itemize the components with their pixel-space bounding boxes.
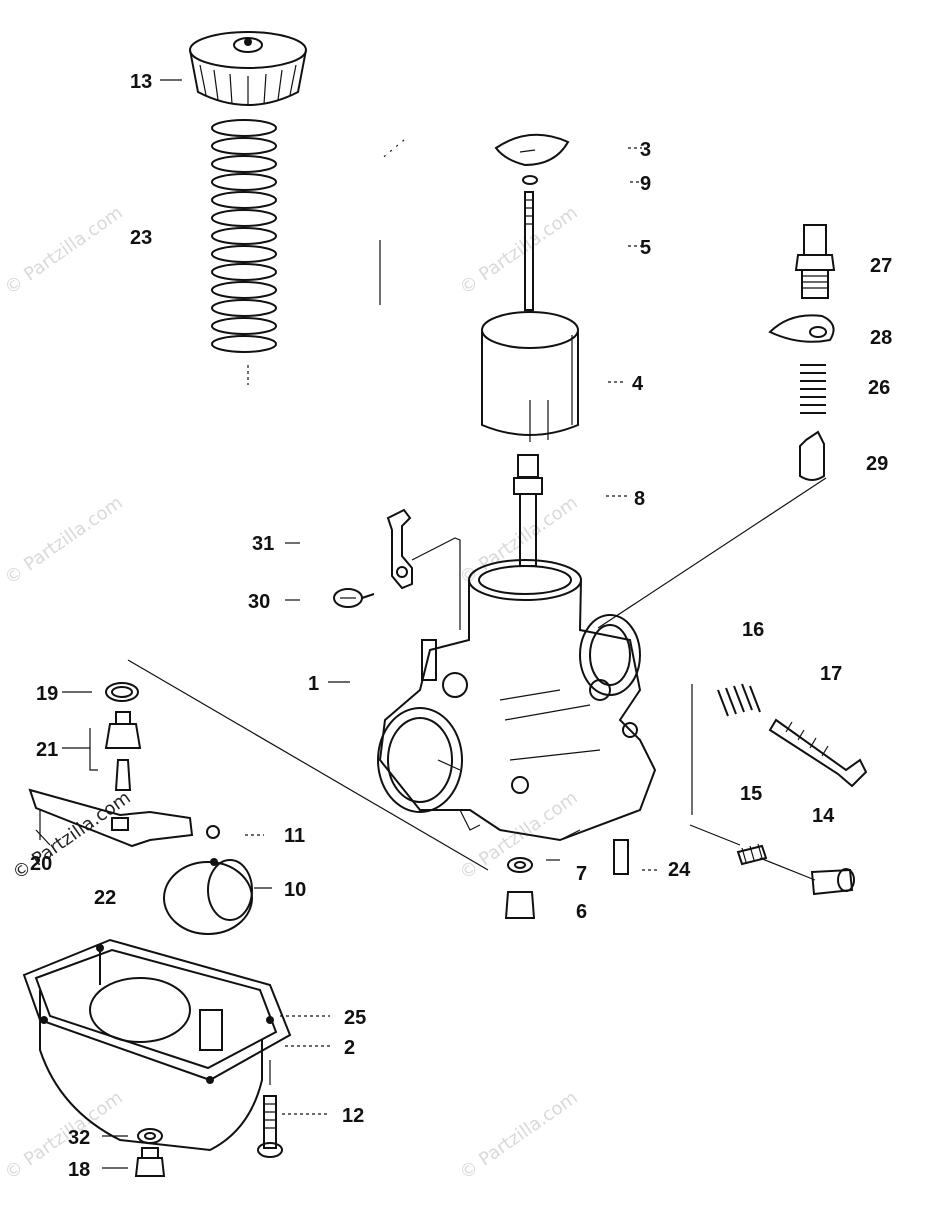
watermark: © Partzilla.com xyxy=(1,202,127,299)
callout-18: 18 xyxy=(68,1159,90,1181)
watermark: © Partzilla.com xyxy=(456,787,582,884)
callout-15: 15 xyxy=(740,783,762,805)
watermark: © Partzilla.com xyxy=(1,492,127,589)
callout-17: 17 xyxy=(820,663,842,685)
callout-1: 1 xyxy=(308,673,319,695)
callout-13: 13 xyxy=(130,71,152,93)
callout-6: 6 xyxy=(576,901,587,923)
part-throttle-valve xyxy=(481,311,579,442)
callout-12: 12 xyxy=(342,1105,364,1127)
callout-23: 23 xyxy=(130,227,152,249)
part-main-jet xyxy=(504,839,629,919)
part-carburetor-body xyxy=(377,559,657,842)
part-bowl-screw xyxy=(134,1095,283,1177)
callout-21: 21 xyxy=(36,739,58,761)
callout-3: 3 xyxy=(640,139,651,161)
callout-14: 14 xyxy=(812,805,835,827)
callout-20: 20 xyxy=(30,853,52,875)
watermark: © Partzilla.com xyxy=(456,202,582,299)
callout-2: 2 xyxy=(344,1037,355,1059)
callout-28: 28 xyxy=(870,327,892,349)
callout-32: 32 xyxy=(68,1127,90,1149)
callout-5: 5 xyxy=(640,237,651,259)
part-float-bowl xyxy=(22,938,292,1152)
callout-30: 30 xyxy=(248,591,270,613)
watermark: © Partzilla.com xyxy=(456,1087,582,1184)
callout-26: 26 xyxy=(868,377,890,399)
watermark: © Partzilla.com xyxy=(456,492,582,589)
callout-labels: 13 23 3 9 5 4 8 27 28 26 29 31 30 1 16 1… xyxy=(30,71,892,1181)
part-starter-plunger xyxy=(597,224,836,629)
part-spring xyxy=(211,119,277,385)
part-pilot-screw xyxy=(736,843,855,896)
callout-11: 11 xyxy=(284,825,305,847)
callout-24: 24 xyxy=(668,859,691,881)
part-needle-clip xyxy=(494,133,570,311)
callout-leaders xyxy=(62,79,660,1169)
callout-16: 16 xyxy=(742,619,764,641)
callout-31: 31 xyxy=(252,533,274,555)
part-cable-adjuster xyxy=(333,508,461,630)
callout-4: 4 xyxy=(632,373,644,395)
part-idle-spring xyxy=(717,683,868,788)
part-float xyxy=(163,825,253,935)
callout-10: 10 xyxy=(284,879,306,901)
part-float-valve xyxy=(28,682,194,848)
callout-9: 9 xyxy=(640,173,651,195)
callout-19: 19 xyxy=(36,683,58,705)
callout-8: 8 xyxy=(634,488,645,510)
callout-29: 29 xyxy=(866,453,888,475)
callout-27: 27 xyxy=(870,255,892,277)
callout-22: 22 xyxy=(94,887,116,909)
callout-25: 25 xyxy=(344,1007,366,1029)
part-cap xyxy=(189,31,307,106)
callout-7: 7 xyxy=(576,863,587,885)
